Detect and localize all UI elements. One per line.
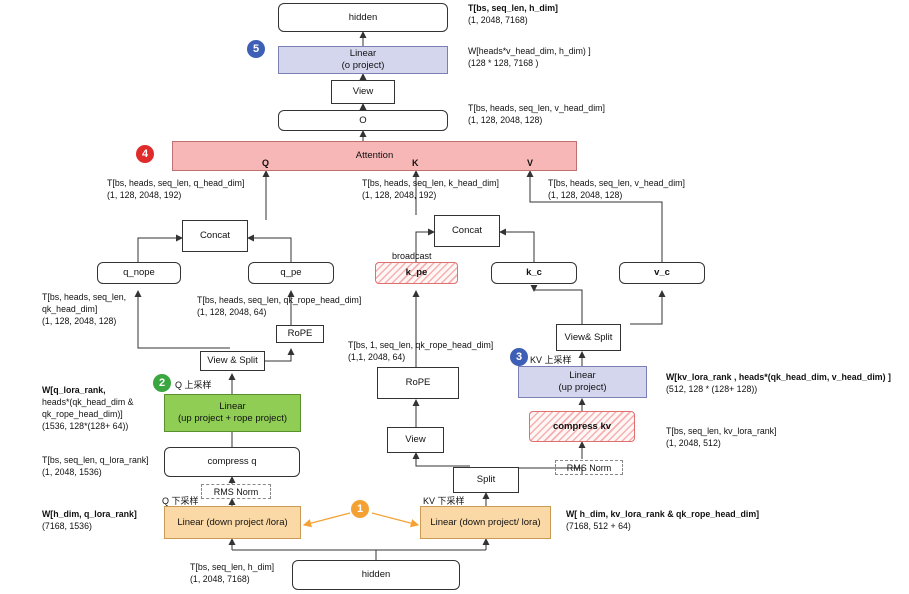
view-top-node: View <box>331 80 395 104</box>
q-tensor-note: T[bs, heads, seq_len, q_head_dim] (1, 12… <box>107 178 245 200</box>
hidden-bottom-node: hidden <box>292 560 460 590</box>
q-pe-note: T[bs, heads, seq_len, qk_rope_head_dim] … <box>197 295 362 317</box>
compress-kv-node: compress kv <box>529 411 635 442</box>
q-nope-node: q_nope <box>97 262 181 284</box>
q-downsample-label: Q 下采样 <box>162 496 199 506</box>
o-node: O <box>278 110 448 131</box>
w-kv-down-note: W[ h_dim, kv_lora_rank & qk_rope_head_di… <box>566 509 760 531</box>
compress-q-note: T[bs, seq_len, q_lora_rank] (1, 2048, 15… <box>42 455 149 477</box>
badge-4: 4 <box>136 145 154 163</box>
view-split-q-node: View & Split <box>200 351 265 371</box>
rope-k-node: RoPE <box>377 367 459 399</box>
v-tensor-note: T[bs, heads, seq_len, v_head_dim] (1, 12… <box>548 178 685 200</box>
hidden-top-node: hidden <box>278 3 448 32</box>
rms-norm-kv-node: RMS Norm <box>555 460 623 475</box>
o-note: T[bs, heads, seq_len, v_head_dim] (1, 12… <box>468 103 605 125</box>
badge-5: 5 <box>247 40 265 58</box>
k-tensor-note: T[bs, heads, seq_len, k_head_dim] (1, 12… <box>362 178 499 200</box>
w-q-down-note: W[h_dim, q_lora_rank] (7168, 1536) <box>42 509 137 531</box>
broadcast-label: broadcast <box>392 251 432 261</box>
concat-q-node: Concat <box>182 220 248 252</box>
badge-1: 1 <box>351 500 369 518</box>
rope-q-node: RoPE <box>276 325 324 343</box>
linear-q-down-node: Linear (down project /lora) <box>164 506 301 539</box>
w-kv-up-note: W[kv_lora_rank , heads*(qk_head_dim, v_h… <box>666 372 891 394</box>
linear-q-up-node: Linear(up project + rope project) <box>164 394 301 432</box>
linear-kv-down-node: Linear (down project/ lora) <box>420 506 551 539</box>
k-c-node: k_c <box>491 262 577 284</box>
attention-node: Attention <box>172 141 577 171</box>
linear-kv-up-node: Linear(up project) <box>518 366 647 398</box>
view-k-node: View <box>387 427 444 453</box>
badge-3: 3 <box>510 348 528 366</box>
badge-2: 2 <box>153 374 171 392</box>
concat-kv-node: Concat <box>434 215 500 247</box>
kv-downsample-label: KV 下采样 <box>423 496 465 506</box>
q-pe-node: q_pe <box>248 262 334 284</box>
hidden-top-note: T[bs, seq_len, h_dim] (1, 2048, 7168) <box>468 3 558 25</box>
w-q-up-note: W[q_lora_rank, heads*(qk_head_dim & qk_r… <box>42 385 134 431</box>
v-c-node: v_c <box>619 262 705 284</box>
kv-upsample-label: KV 上采样 <box>530 355 572 365</box>
k-pe-note: T[bs, 1, seq_len, qk_rope_head_dim] (1,1… <box>348 340 494 362</box>
attention-q-port: Q <box>262 158 270 168</box>
attention-v-port: V <box>527 158 534 168</box>
k-pe-node: k_pe <box>375 262 458 284</box>
attention-k-port: K <box>412 158 419 168</box>
hidden-top-label: hidden <box>348 11 378 23</box>
split-node: Split <box>453 467 519 493</box>
compress-q-node: compress q <box>164 447 300 477</box>
q-nope-note: T[bs, heads, seq_len, qk_head_dim] (1, 1… <box>42 292 127 326</box>
rms-norm-q-node: RMS Norm <box>201 484 271 499</box>
view-split-kv-node: View& Split <box>556 324 621 351</box>
q-upsample-label: Q 上采样 <box>175 380 212 390</box>
compress-kv-note: T[bs, seq_len, kv_lora_rank] (1, 2048, 5… <box>666 426 777 448</box>
linear-o-project-node: Linear(o project) <box>278 46 448 74</box>
linear-o-note: W[heads*v_head_dim, h_dim) ] (128 * 128,… <box>468 46 591 68</box>
hidden-bottom-note: T[bs, seq_len, h_dim] (1, 2048, 7168) <box>190 562 275 584</box>
